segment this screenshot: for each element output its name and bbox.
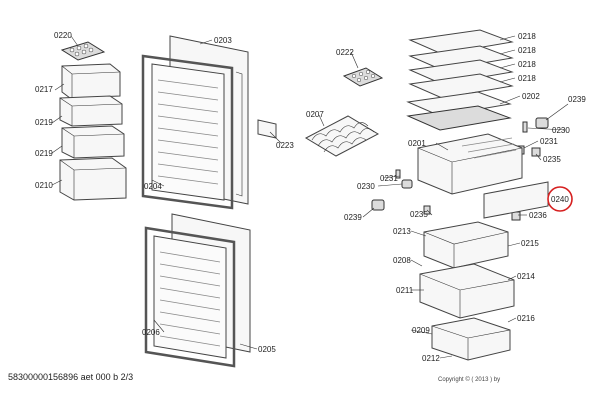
label-0215: 0215	[521, 239, 539, 248]
label-0209: 0209	[412, 326, 430, 335]
part-labels: 0220 0217 0219 0219 0210 0203 0204 0223 …	[35, 31, 586, 363]
label-0230-lower: 0230	[357, 182, 375, 191]
label-0211: 0211	[396, 286, 414, 295]
door-shelf-0210	[59, 157, 127, 201]
label-0231-lower: 0231	[380, 174, 398, 183]
egg-tray-0220	[60, 41, 106, 61]
label-0230-upper: 0230	[552, 126, 570, 135]
highlight-circle	[547, 186, 573, 212]
label-0203: 0203	[214, 36, 232, 45]
label-0219-upper: 0219	[35, 118, 53, 127]
label-0210: 0210	[35, 181, 53, 190]
label-0222: 0222	[336, 48, 354, 57]
label-0204: 0204	[144, 182, 162, 191]
label-0206: 0206	[142, 328, 160, 337]
glass-shelf-stack-0218	[406, 29, 514, 131]
label-0207: 0207	[306, 110, 324, 119]
label-0240: 0240	[551, 195, 569, 204]
bottle-rack-0207	[304, 115, 380, 157]
label-0218-4: 0218	[518, 74, 536, 83]
door-shelf-0219-upper	[59, 95, 123, 127]
upper-door-panel	[141, 35, 249, 210]
egg-tray-0222	[342, 67, 384, 87]
label-0231-upper: 0231	[540, 137, 558, 146]
door-shelf-0219-lower	[61, 125, 125, 159]
label-0218-1: 0218	[518, 32, 536, 41]
drawer-front-0240	[483, 181, 549, 219]
label-0236: 0236	[529, 211, 547, 220]
label-0220: 0220	[54, 31, 72, 40]
label-0239-lower: 0239	[344, 213, 362, 222]
label-0213: 0213	[393, 227, 411, 236]
copyright-note: Copyright © ( 2013 ) by	[438, 376, 500, 383]
label-0235-upper: 0235	[543, 155, 561, 164]
hinge-parts-right	[371, 117, 549, 221]
document-code: 58300000156896 aet 000 b 2/3	[8, 372, 133, 382]
label-0217: 0217	[35, 85, 53, 94]
door-shelf-0217	[61, 63, 121, 99]
label-0216: 0216	[517, 314, 535, 323]
label-0239-upper: 0239	[568, 95, 586, 104]
freezer-drawer-0213	[423, 221, 509, 269]
label-0223: 0223	[276, 141, 294, 150]
crisper-drawer-0201	[417, 133, 523, 195]
leader-lines	[51, 35, 569, 359]
label-0205: 0205	[258, 345, 276, 354]
freezer-drawer-0208	[419, 263, 515, 319]
label-0202: 0202	[522, 92, 540, 101]
label-0218-2: 0218	[518, 46, 536, 55]
lower-door-panel	[144, 213, 251, 368]
label-0212: 0212	[422, 354, 440, 363]
label-0201: 0201	[408, 139, 426, 148]
freezer-drawer-0212	[431, 317, 511, 361]
label-0235-lower: 0235	[410, 210, 428, 219]
label-0218-3: 0218	[518, 60, 536, 69]
label-0208: 0208	[393, 256, 411, 265]
label-0219-lower: 0219	[35, 149, 53, 158]
label-0214: 0214	[517, 272, 535, 281]
